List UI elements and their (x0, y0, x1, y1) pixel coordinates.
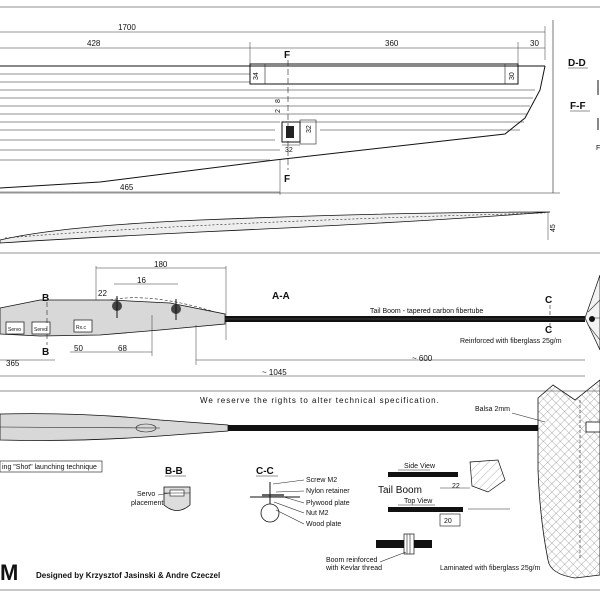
screw-label: Screw M2 (306, 477, 337, 484)
section-f-top: F (284, 50, 290, 61)
notice-text: We reserve the rights to alter technical… (200, 396, 440, 405)
reinforced-note: Reinforced with fiberglass 25g/m (460, 338, 562, 345)
dim-1045: ~ 1045 (262, 368, 287, 377)
section-b-bottom: B (42, 347, 49, 358)
dim-22: 22 (98, 289, 107, 298)
dim-600: ~ 600 (412, 354, 433, 363)
dim-16: 16 (137, 276, 146, 285)
dim-365: 365 (6, 359, 20, 368)
servo-placement-2: placement (131, 500, 163, 507)
dim-360: 360 (385, 39, 399, 48)
dim-8: 8 (275, 99, 282, 103)
section-bb: B-B Servo placement (131, 466, 191, 511)
laminated-note: Laminated with fiberglass 25g/m (440, 565, 541, 572)
tail-dim-22: 22 (452, 483, 460, 490)
section-cc-title: C-C (256, 466, 274, 477)
servo-placement-1: Servo (137, 491, 155, 498)
top-view-label: Top View (404, 498, 433, 505)
dim-1700: 1700 (118, 23, 136, 32)
rx-label: Rx.c (76, 325, 87, 331)
kevlar-note-2: with Kevlar thread (325, 565, 382, 572)
dim-32-vertical: 32 (306, 125, 313, 133)
section-bb-title: B-B (165, 466, 183, 477)
launch-note-box (0, 460, 103, 473)
section-aa: A-A (272, 291, 290, 302)
section-c-bottom: C (545, 325, 552, 336)
tail-dim-20: 20 (444, 518, 452, 525)
fuselage-side-view: 180 16 22 Servo Servo Rx.c B B A-A Tail … (0, 260, 600, 377)
dim-180: 180 (154, 260, 168, 269)
servo-label-1: Servo (8, 327, 21, 333)
nylon-label: Nylon retainer (306, 488, 350, 495)
kevlar-note-1: Boom reinforced (326, 557, 377, 564)
launch-note: ing "Shot" launching technique (2, 464, 97, 471)
dim-50: 50 (74, 344, 83, 353)
section-ff-label: F-F (570, 101, 586, 112)
dim-32-horizontal: 32 (285, 147, 293, 154)
dim-68: 68 (118, 344, 127, 353)
designer-credit: Designed by Krzysztof Jasinski & Andre C… (36, 571, 220, 580)
section-c-top: C (545, 295, 552, 306)
dim-30-tip: 30 (530, 39, 539, 48)
dim-2: 2 (275, 109, 282, 113)
section-b-top: B (42, 293, 49, 304)
fuselage-top-view: We reserve the rights to alter technical… (0, 379, 600, 579)
model-name-letter: M (0, 560, 18, 585)
dim-428: 428 (87, 39, 101, 48)
section-cc: C-C Screw M2 Nylon retainer Plywood plat… (250, 466, 350, 528)
side-view-label: Side View (404, 463, 436, 470)
tail-boom-title: Tail Boom (378, 485, 422, 496)
dim-30: 30 (509, 72, 516, 80)
wood-label: Wood plate (306, 521, 341, 528)
section-f-small: F (596, 145, 600, 152)
nut-label: Nut M2 (306, 510, 329, 517)
wing-plan-view: 1700 428 360 30 34 30 F F (0, 23, 600, 195)
plywood-label: Plywood plate (306, 500, 350, 507)
section-f-bottom: F (284, 174, 290, 185)
section-dd-label: D-D (568, 58, 586, 69)
dim-45: 45 (550, 224, 557, 232)
balsa-note: Balsa 2mm (475, 406, 510, 413)
tail-boom-detail: Side View Tail Boom 22 Top View 20 Boom … (325, 459, 510, 572)
servo-label-2: Servo (34, 327, 47, 333)
wing-profile-view: 45 (0, 211, 557, 244)
dim-465: 465 (120, 183, 134, 192)
tail-boom-note: Tail Boom - tapered carbon fibertube (370, 308, 483, 315)
dim-34: 34 (253, 72, 260, 80)
